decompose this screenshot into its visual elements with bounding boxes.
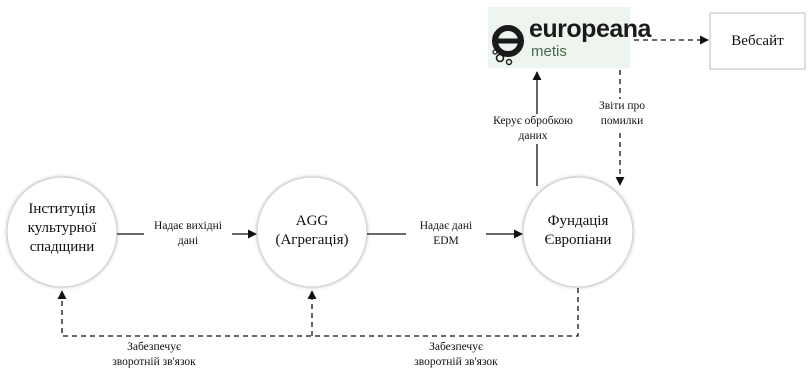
foundation-label-line-2: Європіани (544, 231, 612, 248)
website-node (709, 12, 806, 70)
foundation-label: Фундація Європіани (528, 212, 628, 250)
edge-label-error-reports-line-1: Звіти про (598, 100, 646, 112)
edge-label-feedback-left-line-2: зворотній зв'язок (112, 355, 196, 368)
edge-label-feedback-right: Забезпечує зворотній зв'язок (399, 340, 513, 370)
brand-wordmark: europeana (529, 15, 651, 43)
europeana-logo-icon (492, 25, 524, 66)
edge-label-feedback-right-line-1: Забезпечує (429, 341, 483, 353)
edge-feedback-loop (57, 288, 579, 337)
edge-label-provides-source: Надає вихідні дані (144, 219, 232, 249)
edge-label-provides-source-line-2: дані (177, 234, 199, 247)
edge-label-error-reports-line-2: помилки (600, 114, 644, 127)
agg-label-line-1: AGG (295, 213, 329, 229)
institution-label: Інституція культурної спадщини (12, 200, 112, 256)
edge-label-provides-edm-line-2: EDM (433, 234, 459, 247)
edge-label-manages-processing: Керує обробкою даних (483, 114, 583, 144)
edge-label-manages-processing-line-1: Керує обробкою (493, 115, 573, 127)
edge-label-provides-edm: Надає дані EDM (406, 219, 486, 249)
foundation-label-line-1: Фундація (547, 213, 609, 229)
agg-label-line-2: (Агрегація) (275, 231, 349, 248)
institution-label-line-3: спадщини (29, 238, 95, 255)
europeana-metis-logo: europeana metis (488, 7, 651, 68)
website-label-text: Вебсайт (731, 33, 784, 49)
agg-node (256, 176, 368, 288)
foundation-node (522, 176, 634, 288)
brand-product-name: metis (531, 43, 567, 60)
edge-label-provides-source-line-1: Надає вихідні (154, 220, 222, 232)
edge-label-feedback-left-line-1: Забезпечує (127, 341, 181, 353)
edge-label-feedback-right-line-2: зворотній зв'язок (414, 355, 498, 368)
website-label: Вебсайт (710, 32, 805, 51)
agg-label: AGG (Агрегація) (262, 212, 362, 250)
institution-label-line-2: культурної (27, 219, 97, 236)
institution-node (6, 176, 118, 288)
edge-label-feedback-left: Забезпечує зворотній зв'язок (97, 340, 211, 370)
edge-label-manages-processing-line-2: даних (518, 129, 548, 142)
edge-label-provides-edm-line-1: Надає дані (419, 220, 473, 232)
institution-label-line-1: Інституція (28, 201, 96, 217)
edge-label-error-reports: Звіти про помилки (586, 99, 658, 129)
